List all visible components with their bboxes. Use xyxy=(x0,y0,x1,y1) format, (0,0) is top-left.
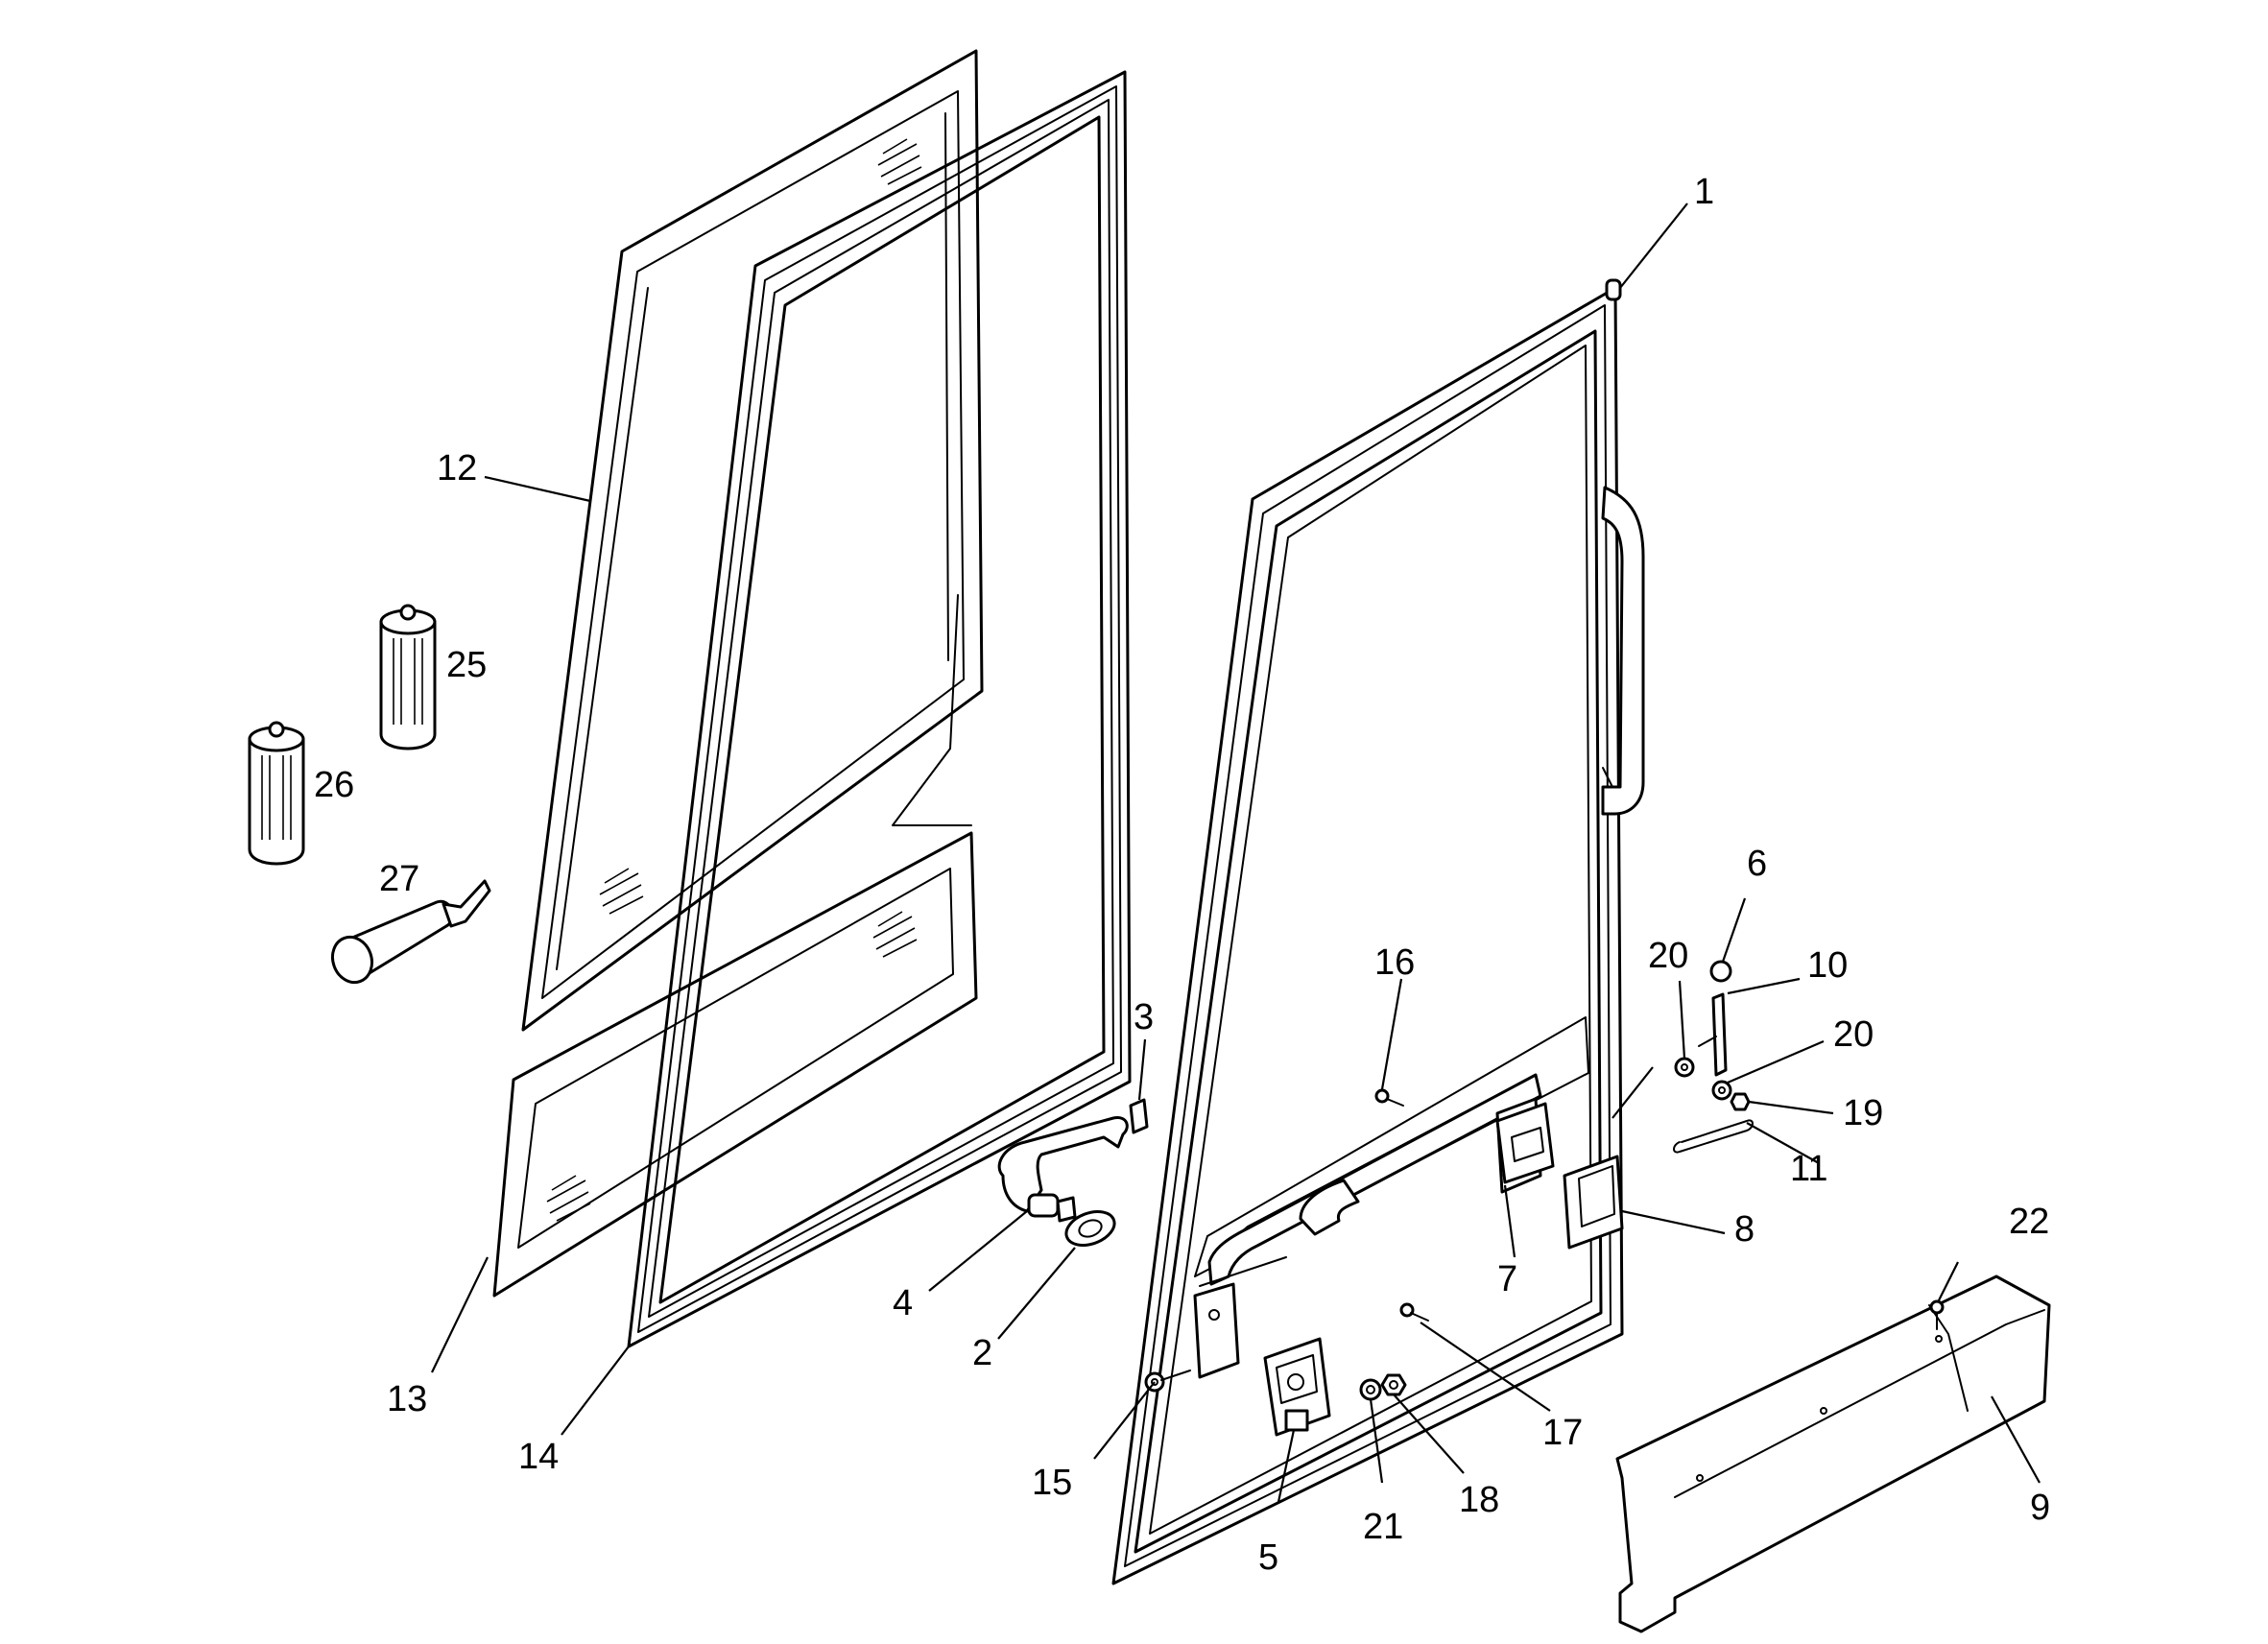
rubber-seal-frame xyxy=(627,70,1132,1348)
callout-21: 21 xyxy=(1363,1507,1403,1547)
lock-body xyxy=(1263,1337,1331,1437)
cartridge-27 xyxy=(330,879,491,985)
callout-22: 22 xyxy=(2009,1202,2049,1242)
callout-27: 27 xyxy=(379,859,419,899)
callout-11: 11 xyxy=(1790,1149,1827,1189)
callout-9: 9 xyxy=(2030,1488,2050,1528)
callout-5: 5 xyxy=(1258,1537,1278,1578)
wire-rod xyxy=(1673,1119,1754,1154)
leader-lines xyxy=(431,203,2041,1503)
callout-labels: 1 2 3 4 5 6 7 8 9 10 11 12 13 14 15 16 1… xyxy=(314,172,2050,1578)
callout-13: 13 xyxy=(387,1379,427,1419)
callout-3: 3 xyxy=(1134,997,1154,1037)
callout-14: 14 xyxy=(518,1437,559,1477)
callout-19: 19 xyxy=(1843,1093,1883,1133)
latch-bracket xyxy=(1495,1102,1555,1184)
callout-20a: 20 xyxy=(1648,936,1688,976)
knob xyxy=(1709,960,1732,983)
sealant-tube-25 xyxy=(379,604,437,751)
sill-plate xyxy=(1615,1275,2051,1633)
screw-17 xyxy=(1399,1302,1429,1322)
callout-8: 8 xyxy=(1734,1209,1755,1250)
upper-glass-pane xyxy=(521,49,984,1032)
callout-6: 6 xyxy=(1747,844,1767,884)
nut-18 xyxy=(1380,1373,1407,1396)
lever-plate xyxy=(1698,992,1728,1077)
spacer xyxy=(1129,1098,1149,1134)
callout-26: 26 xyxy=(314,765,354,805)
washer-21 xyxy=(1359,1378,1382,1401)
callout-1: 1 xyxy=(1694,172,1714,212)
screw-22 xyxy=(1929,1299,1945,1330)
callout-12: 12 xyxy=(437,448,477,488)
callout-15: 15 xyxy=(1032,1463,1072,1503)
nut-19 xyxy=(1730,1092,1751,1111)
callout-20b: 20 xyxy=(1833,1014,1874,1055)
callout-25: 25 xyxy=(446,645,487,685)
callout-4: 4 xyxy=(893,1283,913,1323)
sealant-tube-26 xyxy=(248,721,305,866)
callout-17: 17 xyxy=(1542,1413,1583,1453)
lower-glass-pane xyxy=(492,831,978,1298)
striker-block xyxy=(1563,1155,1624,1250)
callout-18: 18 xyxy=(1459,1480,1499,1520)
washer-20a xyxy=(1674,1057,1695,1078)
callout-10: 10 xyxy=(1807,945,1848,986)
bolt-15 xyxy=(1144,1370,1191,1393)
callout-7: 7 xyxy=(1497,1259,1517,1299)
washer-20b xyxy=(1711,1080,1732,1101)
screw-16 xyxy=(1374,1088,1404,1107)
escutcheon xyxy=(1064,1210,1116,1247)
callout-16: 16 xyxy=(1374,942,1415,983)
door-handle xyxy=(997,1116,1129,1223)
callout-2: 2 xyxy=(972,1333,992,1373)
